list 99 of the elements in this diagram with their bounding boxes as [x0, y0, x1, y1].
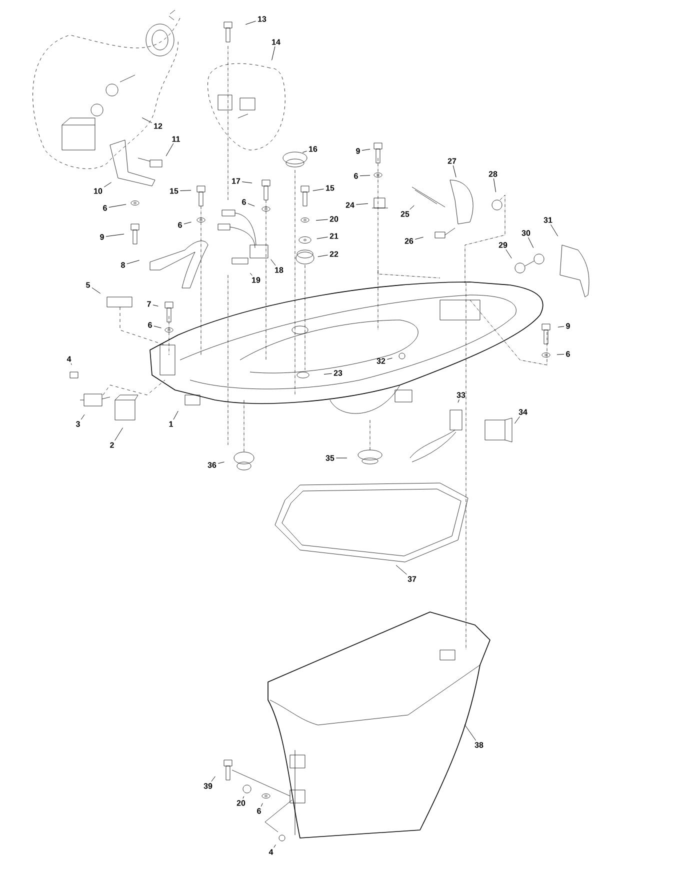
callout-number: 1: [169, 421, 173, 427]
callout-number: 23: [334, 370, 342, 376]
callout-number: 27: [448, 158, 456, 164]
leader-line: [396, 564, 407, 575]
callout-number: 2: [110, 442, 114, 448]
leader-line: [242, 796, 244, 799]
callout-number: 6: [242, 199, 246, 205]
callout-number: 6: [178, 222, 182, 228]
leader-line: [270, 259, 276, 266]
callout-number: 6: [103, 205, 107, 211]
leader-line: [452, 165, 456, 178]
callout-number: 15: [326, 185, 334, 191]
callout-number: 6: [354, 173, 358, 179]
leader-line: [272, 46, 276, 60]
leader-line: [211, 776, 216, 782]
leader-line: [108, 204, 126, 208]
callout-number: 28: [488, 171, 498, 177]
callout-number: 5: [86, 282, 90, 288]
leader-line: [106, 234, 124, 237]
leader-line: [184, 222, 192, 224]
leader-line: [493, 178, 496, 192]
leader-line: [312, 188, 324, 191]
leader-line: [514, 416, 520, 424]
callout-number: 4: [66, 356, 72, 362]
leader-line: [180, 190, 192, 191]
leader-line: [173, 410, 178, 420]
leader-line: [558, 326, 564, 328]
leader-line: [70, 363, 72, 365]
leader-line: [104, 182, 112, 188]
callout-number: 7: [147, 301, 151, 307]
callout-number: 3: [76, 421, 80, 427]
leader-line: [410, 205, 414, 210]
leader-line: [458, 399, 460, 403]
callout-number: 30: [522, 230, 530, 236]
callout-number: 9: [566, 323, 570, 329]
leader-line: [362, 148, 370, 151]
leader-line: [154, 326, 162, 328]
leader-line: [356, 203, 368, 205]
callout-number: 24: [346, 202, 354, 208]
callout-number: 37: [408, 576, 416, 582]
callout-number: 25: [400, 211, 410, 217]
leader-line: [550, 224, 558, 236]
callout-number: 19: [252, 277, 260, 283]
leader-line: [114, 428, 123, 441]
leader-line: [316, 236, 328, 239]
callout-number: 31: [544, 217, 552, 223]
leader-line: [260, 803, 263, 807]
leader-line: [414, 236, 424, 240]
callout-number: 10: [94, 188, 102, 194]
leader-line: [302, 150, 308, 153]
callout-number: 35: [326, 455, 334, 461]
leader-line: [274, 844, 276, 848]
callout-number: 18: [275, 267, 284, 273]
callout-number: 16: [309, 146, 318, 152]
leader-line: [92, 287, 101, 294]
callout-number: 32: [376, 358, 386, 364]
callout-number: 21: [330, 233, 338, 239]
leader-line: [324, 373, 332, 375]
callout-number: 34: [518, 409, 528, 415]
leader-line: [126, 260, 140, 264]
callout-number: 12: [154, 123, 162, 129]
callout-number: 26: [404, 238, 414, 244]
callout-number: 17: [232, 178, 240, 184]
leader-line: [528, 237, 534, 248]
callout-number: 33: [456, 392, 466, 398]
leader-line: [218, 462, 224, 464]
leader-line: [152, 304, 158, 306]
callout-number: 22: [330, 251, 338, 257]
callout-number: 9: [100, 234, 104, 240]
leader-line: [360, 175, 370, 176]
leader-line: [316, 219, 328, 221]
callout-number: 13: [258, 16, 266, 22]
leader-line: [250, 272, 252, 276]
callout-number: 29: [498, 242, 508, 248]
leader-line: [464, 724, 476, 741]
callout-number: 36: [208, 462, 216, 468]
callout-number: 39: [204, 783, 212, 789]
leader-line: [142, 117, 152, 124]
leader-line: [386, 358, 392, 360]
leader-line: [318, 254, 328, 257]
callout-number: 6: [257, 808, 261, 814]
callout-number: 14: [272, 39, 280, 45]
callout-number: 38: [474, 742, 484, 748]
leader-line: [242, 182, 252, 184]
callout-number: 20: [330, 216, 338, 222]
leader-line: [80, 414, 85, 420]
leader-line: [245, 20, 256, 25]
callout-number: 4: [268, 849, 274, 855]
callout-number: 6: [148, 322, 152, 328]
callout-number: 11: [172, 136, 180, 142]
leader-line: [506, 249, 512, 259]
callout-number: 8: [121, 262, 125, 268]
leader-line: [248, 203, 255, 206]
leader-line: [556, 354, 564, 355]
leader-line: [166, 143, 174, 156]
callout-number: 6: [566, 351, 570, 357]
callout-number: 20: [236, 800, 246, 806]
callout-number: 15: [170, 188, 178, 194]
callout-number: 9: [356, 148, 360, 154]
